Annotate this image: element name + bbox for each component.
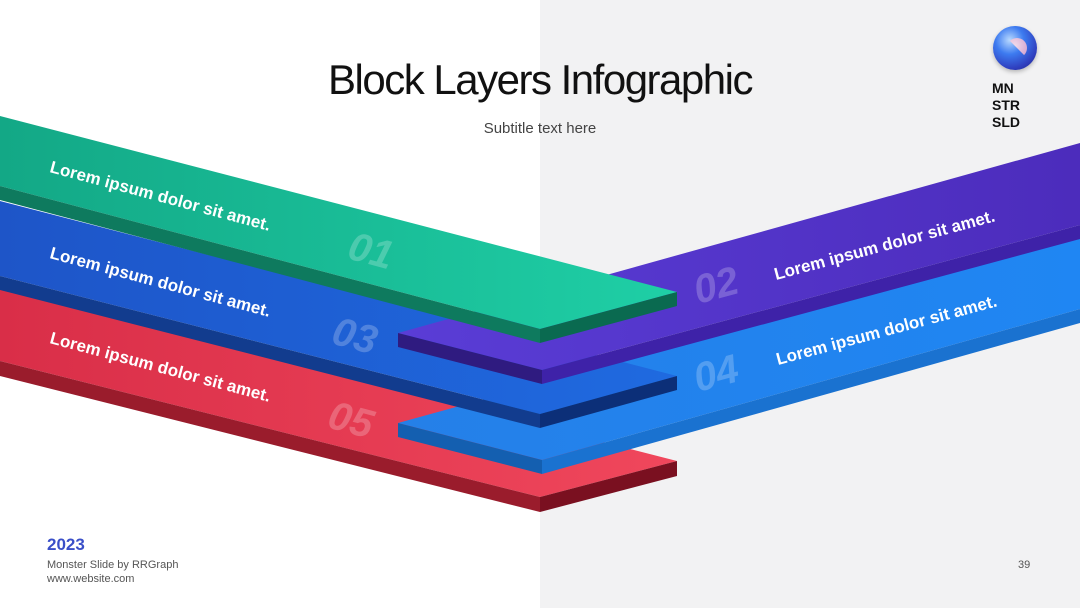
layer-04-side	[398, 423, 542, 474]
layer-02-side	[398, 333, 542, 384]
footer-website: www.website.com	[47, 573, 135, 585]
slide-subtitle: Subtitle text here	[483, 120, 597, 137]
logo-line-1: MN	[992, 80, 1014, 96]
layer-05-end	[540, 461, 677, 512]
layer-04-end	[542, 309, 1080, 474]
footer-credit: Monster Slide by RRGraph	[47, 559, 179, 571]
logo-text: MN STR SLD	[992, 80, 1052, 131]
layer-01-end	[540, 292, 677, 343]
page-number: 39	[1018, 559, 1031, 571]
logo-line-2: STR	[992, 97, 1020, 113]
layer-03-end	[540, 376, 677, 428]
logo-line-3: SLD	[992, 114, 1020, 130]
slide-title: Block Layers Infographic	[328, 56, 753, 103]
layer-01-top	[0, 116, 677, 329]
layer-01	[0, 116, 677, 343]
layer-01-side	[0, 186, 540, 343]
footer-year: 2023	[47, 535, 85, 554]
layer-03-side	[0, 276, 540, 428]
logo-sphere-icon	[993, 26, 1037, 70]
layer-05-side	[0, 361, 540, 512]
layer-02-end	[542, 225, 1080, 384]
